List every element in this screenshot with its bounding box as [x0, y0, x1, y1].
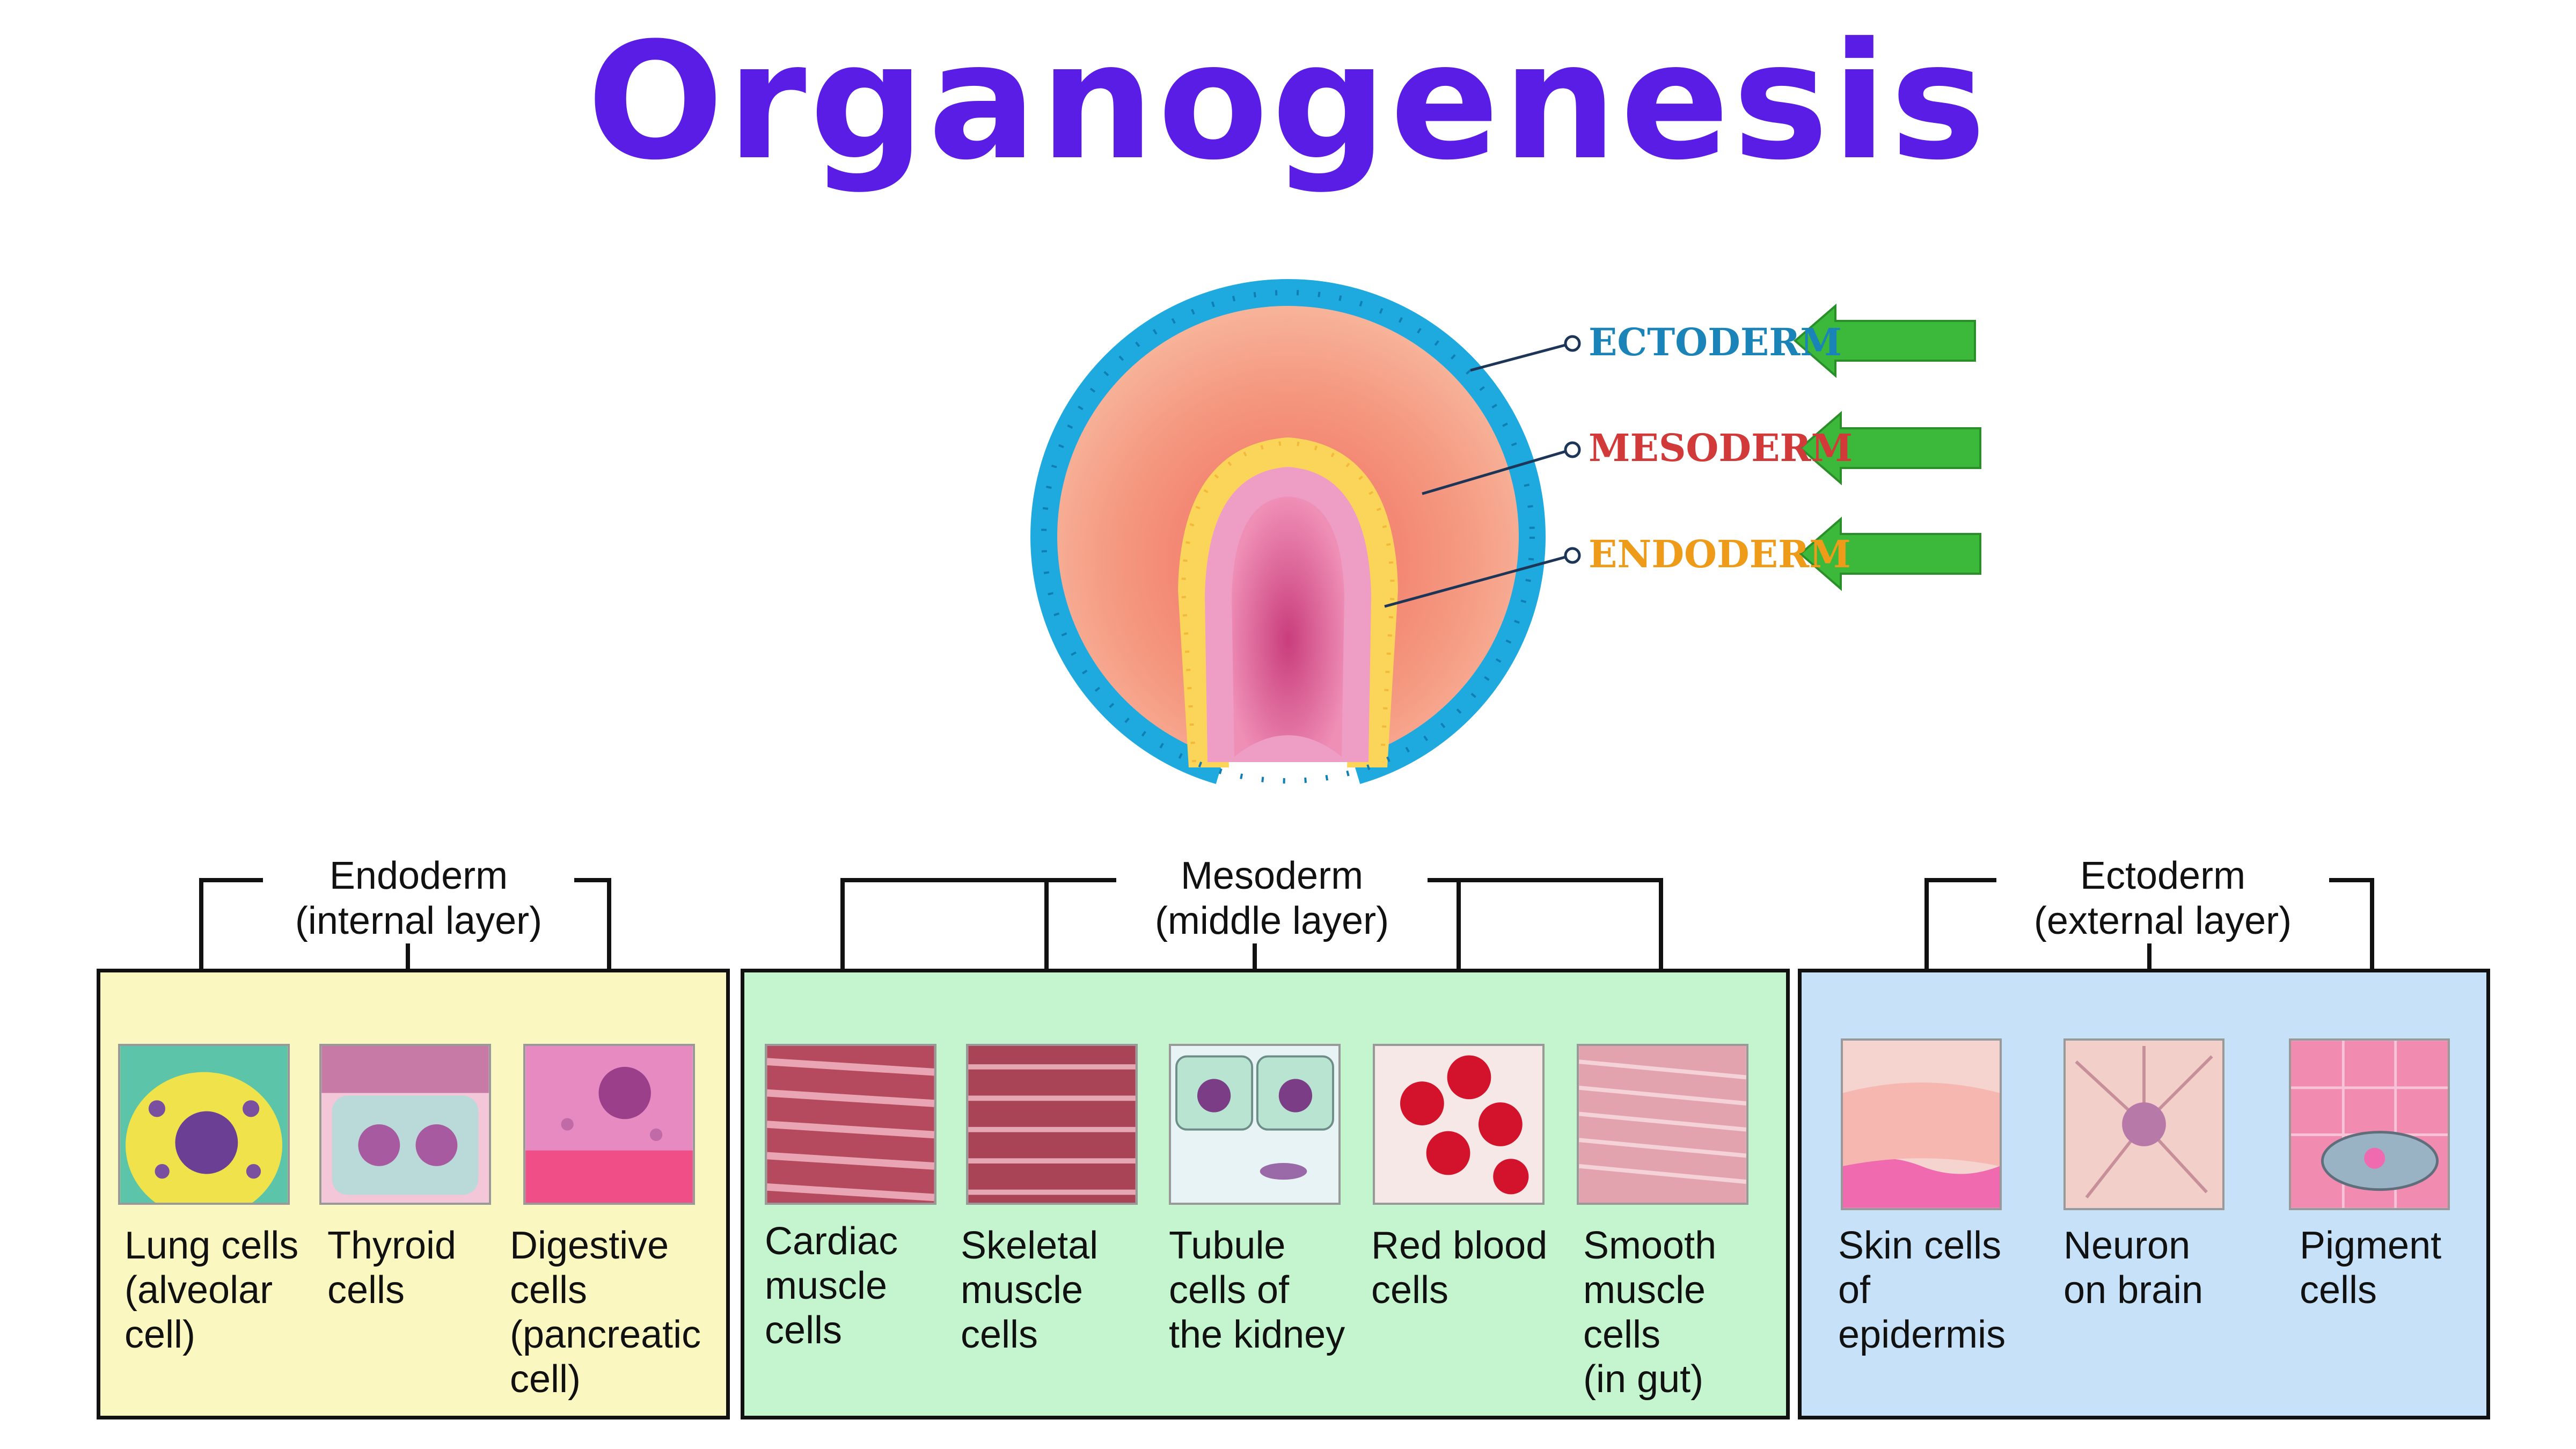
caption-line: Cardiac	[765, 1220, 898, 1263]
pigment-cell-image	[2289, 1038, 2450, 1210]
caption-line: cell)	[510, 1358, 581, 1401]
caption-line: Smooth	[1583, 1224, 1717, 1267]
embryo-diagram	[1030, 279, 1546, 794]
caption-line: Tubule	[1169, 1224, 1286, 1267]
caption-thyroid-cells: Thyroid cells	[327, 1224, 456, 1313]
cardiac-muscle-image	[765, 1044, 936, 1205]
caption-red-blood-cells: Red blood cells	[1371, 1224, 1547, 1313]
caption-line: cells	[510, 1269, 588, 1312]
caption-line: Neuron	[2063, 1224, 2191, 1267]
caption-line: muscle	[961, 1269, 1084, 1312]
caption-line: Red blood	[1371, 1224, 1548, 1267]
caption-line: of	[1838, 1269, 1871, 1312]
caption-digestive-cells: Digestive cells (pancreatic cell)	[510, 1224, 701, 1402]
leader-lines	[1384, 342, 1572, 608]
caption-line: cells	[765, 1309, 843, 1352]
caption-line: cells	[961, 1313, 1038, 1356]
caption-kidney-tubule: Tubule cells of the kidney	[1169, 1224, 1345, 1357]
caption-line: (in gut)	[1583, 1358, 1704, 1401]
caption-line: Pigment	[2300, 1224, 2442, 1267]
caption-neuron: Neuron on brain	[2063, 1224, 2203, 1313]
caption-line: cells of	[1169, 1269, 1290, 1312]
skeletal-muscle-image	[966, 1044, 1138, 1205]
group-label-line: (internal layer)	[295, 899, 543, 942]
smooth-muscle-image	[1577, 1044, 1748, 1205]
caption-line: cell)	[125, 1313, 196, 1356]
caption-line: epidermis	[1838, 1313, 2006, 1356]
arrow-left-icon	[1798, 516, 1981, 591]
caption-skin-cells: Skin cells of epidermis	[1838, 1224, 2006, 1357]
group-label-line: Mesoderm	[1180, 854, 1364, 897]
caption-line: Lung cells	[125, 1224, 299, 1267]
digestive-cell-image	[523, 1044, 695, 1205]
endoderm-label: ENDODERM	[1589, 532, 1851, 576]
skin-cell-image	[1841, 1038, 2002, 1210]
caption-cardiac-muscle: Cardiac muscle cells	[765, 1219, 898, 1353]
caption-line: cells	[2300, 1269, 2377, 1312]
ectoderm-group-label: Ectoderm (external layer)	[1996, 853, 2329, 943]
kidney-tubule-image	[1169, 1044, 1341, 1205]
caption-line: on brain	[2063, 1269, 2204, 1312]
page-title: Organogenesis	[587, 8, 1989, 195]
caption-line: (alveolar	[125, 1269, 273, 1312]
group-label-line: (middle layer)	[1154, 899, 1389, 942]
caption-smooth-muscle: Smooth muscle cells (in gut)	[1583, 1224, 1716, 1402]
neuron-image	[2063, 1038, 2224, 1210]
mesoderm-label: MESODERM	[1589, 426, 1853, 470]
lung-cell-image	[118, 1044, 290, 1205]
caption-line: muscle	[1583, 1269, 1706, 1312]
arrow-left-icon	[1793, 303, 1976, 378]
endoderm-group-label: Endoderm (internal layer)	[263, 853, 574, 943]
red-blood-cell-image	[1373, 1044, 1545, 1205]
caption-line: cells	[1583, 1313, 1661, 1356]
caption-pigment-cells: Pigment cells	[2300, 1224, 2441, 1313]
caption-line: (pancreatic	[510, 1313, 701, 1356]
caption-line: the kidney	[1169, 1313, 1345, 1356]
caption-line: cells	[327, 1269, 405, 1312]
caption-line: Skeletal	[961, 1224, 1099, 1267]
thyroid-cell-image	[319, 1044, 491, 1205]
group-label-line: Ectoderm	[2080, 854, 2246, 897]
caption-line: Thyroid	[327, 1224, 457, 1267]
arrow-left-icon	[1798, 411, 1981, 486]
caption-line: Digestive	[510, 1224, 669, 1267]
ectoderm-label: ECTODERM	[1589, 320, 1842, 364]
group-label-line: Endoderm	[329, 854, 508, 897]
caption-skeletal-muscle: Skeletal muscle cells	[961, 1224, 1098, 1357]
mesoderm-group-label: Mesoderm (middle layer)	[1116, 853, 1428, 943]
caption-line: muscle	[765, 1264, 888, 1307]
caption-line: cells	[1371, 1269, 1449, 1312]
group-label-line: (external layer)	[2033, 899, 2292, 942]
caption-line: Skin cells	[1838, 1224, 2002, 1267]
caption-lung-cells: Lung cells (alveolar cell)	[125, 1224, 298, 1357]
